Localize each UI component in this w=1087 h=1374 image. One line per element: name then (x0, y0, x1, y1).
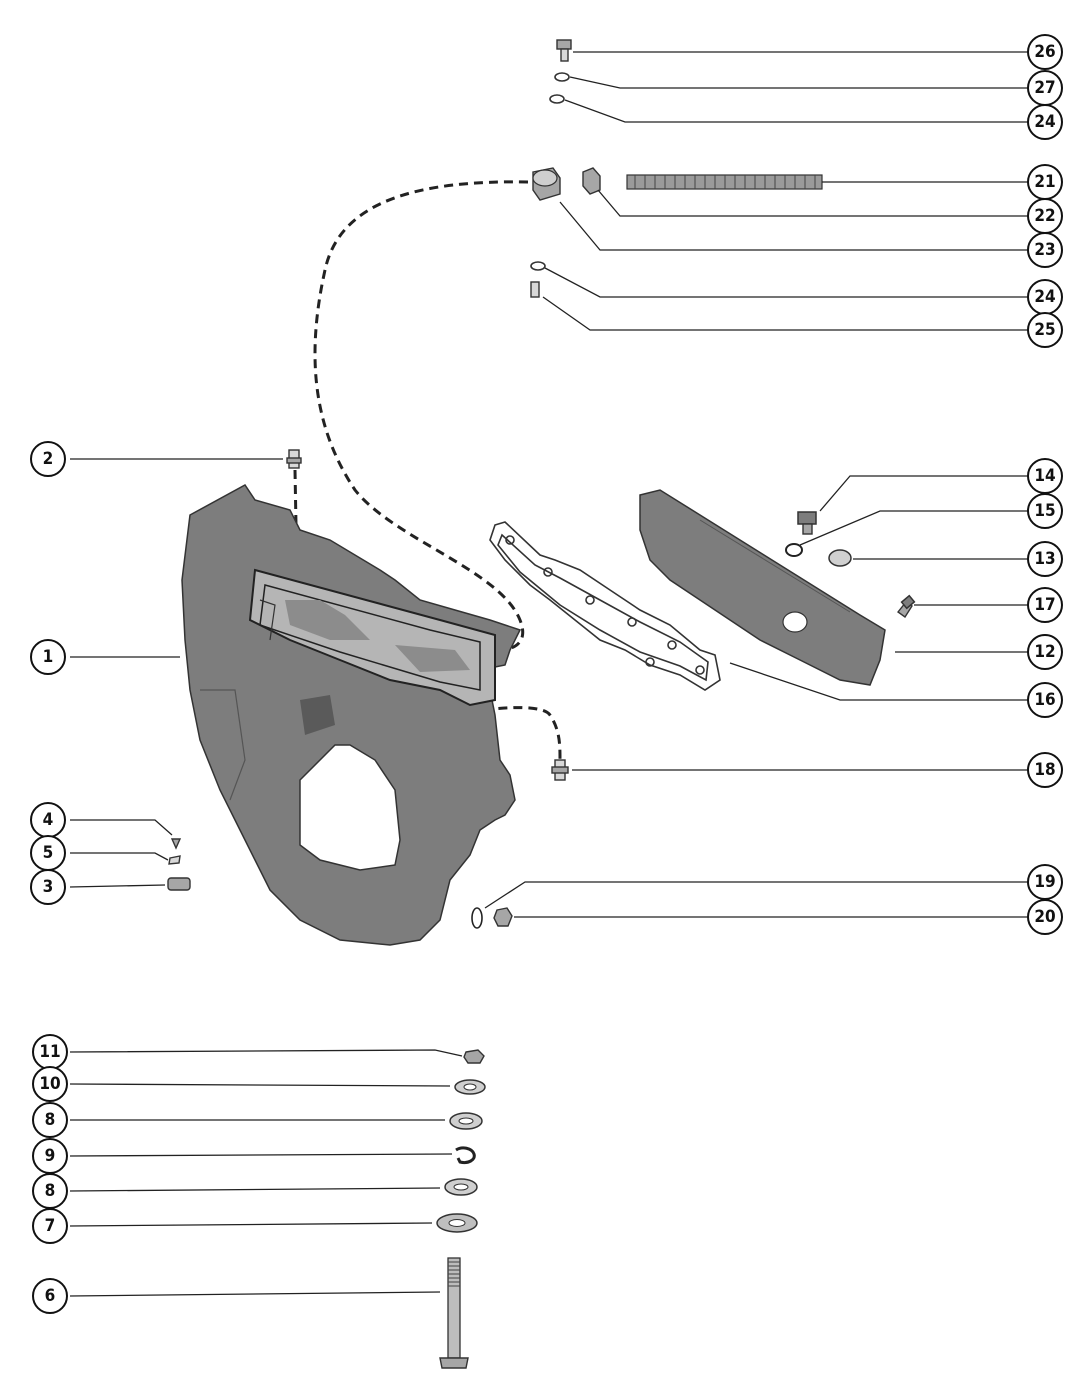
svg-text:18: 18 (1034, 760, 1055, 780)
callout-7: 7 (32, 1208, 68, 1244)
callout-10: 10 (32, 1066, 68, 1102)
callout-16: 16 (1027, 682, 1063, 718)
fitting-part-18 (551, 759, 569, 781)
svg-text:9: 9 (45, 1146, 56, 1166)
assembly-dash-line-18 (409, 706, 562, 761)
assembly-dash-line-23 (313, 180, 529, 652)
callout-20: 20 (1027, 899, 1063, 935)
svg-text:26: 26 (1034, 42, 1055, 62)
callout-21: 21 (1027, 164, 1063, 200)
callout-1: 1 (30, 639, 66, 675)
callout-14: 14 (1027, 458, 1063, 494)
svg-text:19: 19 (1034, 872, 1055, 892)
callout-19: 19 (1027, 864, 1063, 900)
washer-part-7-hole (448, 1219, 466, 1227)
fitting-part-2 (286, 449, 302, 469)
washer-part-8-bottom-hole (453, 1183, 469, 1191)
washer-part-8-top-hole (458, 1117, 474, 1125)
callout-25: 25 (1027, 312, 1063, 348)
svg-text:4: 4 (43, 810, 54, 830)
plug-part-14 (797, 511, 817, 535)
leader-lines (69, 51, 1028, 1297)
svg-text:12: 12 (1034, 642, 1055, 662)
callout-11: 11 (32, 1034, 68, 1070)
callout-17: 17 (1027, 587, 1063, 623)
nut-part-22 (582, 167, 601, 195)
callout-9: 9 (32, 1138, 68, 1174)
washer-part-24-top (549, 94, 565, 104)
svg-text:24: 24 (1034, 112, 1055, 132)
callout-24-mid: 24 (1027, 279, 1063, 315)
callout-24-top: 24 (1027, 104, 1063, 140)
nut-part-20 (493, 907, 513, 927)
o-ring-part-15 (785, 543, 803, 557)
svg-text:5: 5 (43, 843, 54, 863)
svg-text:14: 14 (1034, 466, 1055, 486)
svg-text:3: 3 (43, 877, 54, 897)
svg-text:15: 15 (1034, 501, 1055, 521)
washer-part-10-hole (463, 1083, 477, 1091)
svg-text:22: 22 (1034, 206, 1055, 226)
svg-text:27: 27 (1034, 78, 1055, 98)
svg-text:20: 20 (1034, 907, 1055, 927)
svg-text:24: 24 (1034, 287, 1055, 307)
callout-13: 13 (1027, 541, 1063, 577)
callout-6: 6 (32, 1278, 68, 1314)
svg-text:21: 21 (1034, 172, 1055, 192)
callout-23: 23 (1027, 232, 1063, 268)
callout-8-bottom: 8 (32, 1173, 68, 1209)
callout-5: 5 (30, 835, 66, 871)
svg-text:6: 6 (45, 1286, 56, 1306)
washer-part-13 (828, 549, 852, 567)
screw-part-4 (170, 838, 182, 850)
svg-text:17: 17 (1034, 595, 1055, 615)
washer-part-24-mid (530, 261, 546, 271)
callout-26: 26 (1027, 34, 1063, 70)
screw-part-17 (896, 594, 916, 618)
spacer-part-23 (532, 167, 561, 201)
callout-27: 27 (1027, 70, 1063, 106)
svg-text:8: 8 (45, 1110, 56, 1130)
callout-15: 15 (1027, 493, 1063, 529)
svg-text:25: 25 (1034, 320, 1055, 340)
svg-text:1: 1 (43, 647, 54, 667)
svg-text:8: 8 (45, 1181, 56, 1201)
svg-text:7: 7 (45, 1216, 56, 1236)
svg-text:2: 2 (43, 449, 54, 469)
pin-part-25 (530, 281, 540, 298)
nut-part-3 (167, 877, 191, 891)
callout-12: 12 (1027, 634, 1063, 670)
callout-3: 3 (30, 869, 66, 905)
callout-2: 2 (30, 441, 66, 477)
callout-8-top: 8 (32, 1102, 68, 1138)
callout-22: 22 (1027, 198, 1063, 234)
callout-18: 18 (1027, 752, 1063, 788)
svg-text:10: 10 (39, 1074, 60, 1094)
svg-text:16: 16 (1034, 690, 1055, 710)
nut-part-11 (463, 1049, 485, 1064)
bolt-part-6 (439, 1257, 469, 1369)
washer-part-5 (168, 855, 181, 865)
svg-text:13: 13 (1034, 549, 1055, 569)
svg-text:11: 11 (39, 1042, 60, 1062)
gasket-part-16 (489, 521, 721, 691)
svg-text:23: 23 (1034, 240, 1055, 260)
callout-4: 4 (30, 802, 66, 838)
lock-washer-part-9 (455, 1146, 476, 1164)
cover-plate-part-12 (639, 489, 886, 686)
washer-part-19 (471, 907, 483, 929)
stud-part-21 (626, 174, 823, 190)
screw-part-26 (556, 39, 572, 62)
washer-part-27 (554, 72, 570, 82)
housing-part-1 (181, 484, 522, 946)
